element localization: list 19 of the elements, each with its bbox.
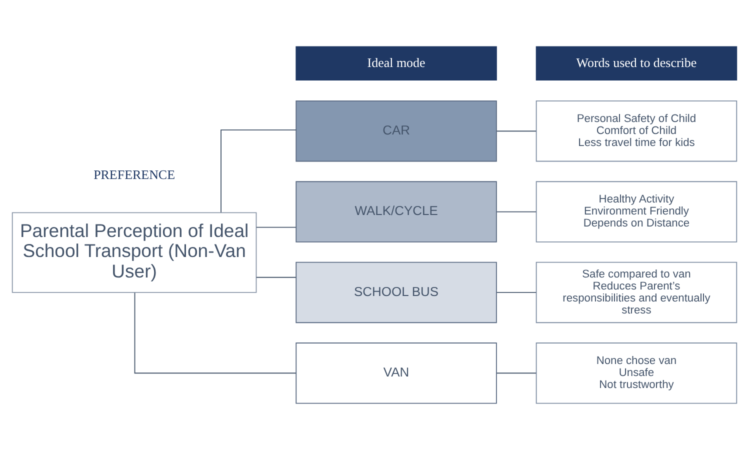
node-box: Personal Safety of Child Comfort of Child Less travel time for kids [536,100,738,162]
node-box: Safe compared to van Reduces Parent’s responsibilities and eventually stress [536,261,738,323]
node-box: VAN [296,342,497,404]
node-box: None chose van Unsafe Not trustworthy [536,342,738,404]
node-box: CAR [296,100,497,162]
node-box: SCHOOL BUS [296,261,497,323]
connector [256,226,296,228]
connector [496,210,536,212]
connector [220,128,297,212]
label: PREFERENCE [94,166,176,182]
node-box: Words used to describe [536,46,738,80]
connector [134,292,296,374]
connector [496,130,536,132]
connector [256,276,296,278]
node-box: WALK/CYCLE [296,180,497,242]
connector [496,372,536,374]
node-box: Ideal mode [296,46,497,80]
node-box: Healthy Activity Environment Friendly Depends on Distance [536,180,738,242]
node-box: Parental Perception of Ideal School Transport (Non-Van User) [12,212,257,292]
